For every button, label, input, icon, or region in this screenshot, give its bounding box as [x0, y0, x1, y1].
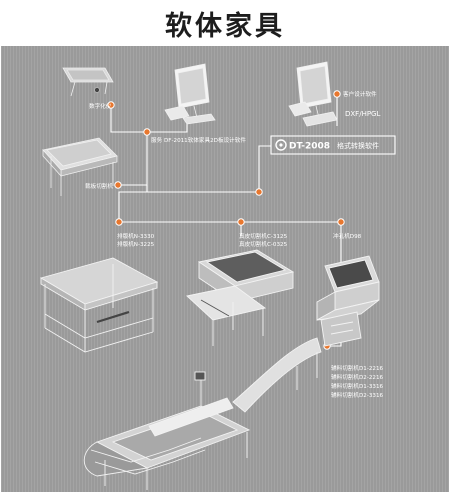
node-customer	[333, 90, 341, 98]
cutting-plotter-illustration	[42, 137, 118, 196]
node-layer	[115, 218, 123, 226]
node-software-2d	[143, 128, 151, 136]
leather-cutter-label-2: 真皮切割机C-0325	[239, 240, 288, 248]
workflow-diagram: 数字化仪 裁板切割机 服务 DF-2011软体家具2D板设计软件	[39, 61, 396, 490]
punch-machine-illustration	[316, 255, 380, 347]
digitizer-label: 数字化仪	[89, 102, 112, 110]
aux-cutter-label-4: 辅料切割机D2-3316	[331, 391, 384, 399]
dxf-hpgl-label: DXF/HPGL	[345, 110, 380, 118]
dt2008-box: DT-2008 格式转换软件	[270, 135, 396, 155]
dt2008-badge: DT-2008	[289, 142, 330, 152]
node-punch	[337, 218, 345, 226]
software-2d-label: 服务 DF-2011软体家具2D板设计软件	[151, 136, 246, 144]
customer-software-label: 客户设计软件	[343, 90, 377, 98]
digitizer-illustration	[62, 67, 114, 97]
dt2008-text: 格式转换软件	[337, 141, 379, 150]
diagram-panel: 数字化仪 裁板切割机 服务 DF-2011软体家具2D板设计软件	[1, 46, 449, 492]
monitor-icon-left	[164, 63, 216, 125]
node-leather	[237, 218, 245, 226]
aux-cutter-illustration	[83, 337, 322, 490]
node-merge	[255, 188, 263, 196]
leather-cutter-illustration	[186, 249, 295, 346]
aux-cutter-label-1: 辅料切割机D1-2216	[331, 364, 384, 372]
punch-machine-label: 冲孔机D98	[333, 232, 362, 240]
cutting-plotter-label: 裁板切割机	[85, 182, 113, 190]
layer-machine-label-1: 排版机N-3330	[117, 232, 155, 240]
node-plotter	[114, 181, 122, 189]
aux-cutter-label-2: 辅料切割机D2-2216	[331, 373, 384, 381]
leather-cutter-label-1: 真皮切割机C-3125	[239, 232, 288, 240]
connector-nodes	[107, 90, 345, 350]
node-digitizer	[107, 101, 115, 109]
monitor-icon-right	[288, 61, 338, 127]
aux-cutter-label-3: 辅料切割机D1-3316	[331, 382, 384, 390]
layer-machine-illustration	[39, 257, 159, 353]
layer-machine-label-2: 排版机N-3225	[117, 240, 155, 248]
page-title: 软体家具	[165, 10, 285, 42]
